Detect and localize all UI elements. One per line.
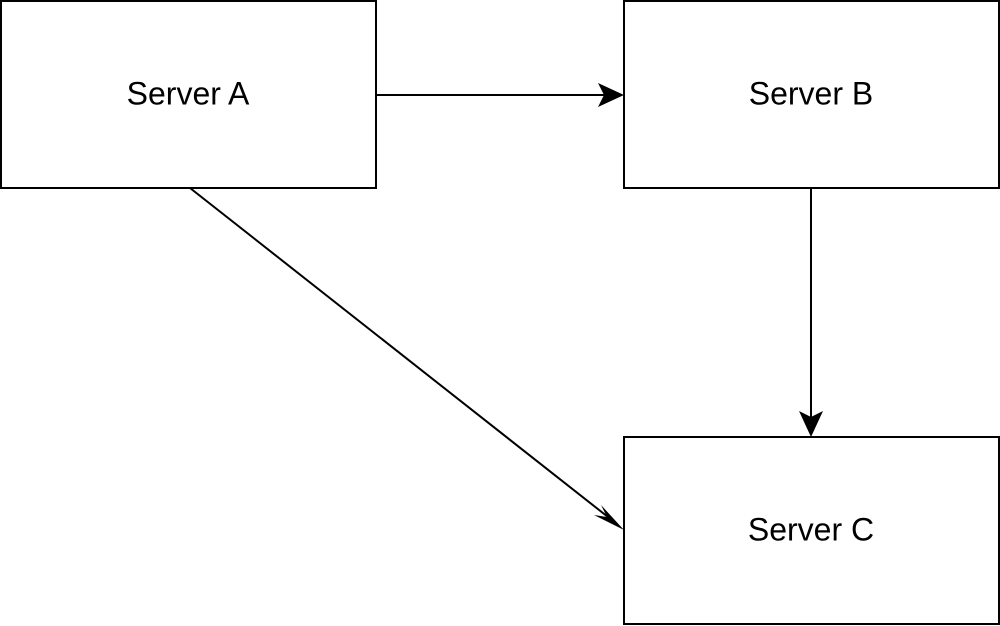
node-box: [623, 0, 1000, 189]
node-server-b[interactable]: Server B: [623, 0, 1000, 189]
node-server-a[interactable]: Server A: [0, 0, 377, 189]
edge-line: [189, 187, 609, 518]
node-server-c[interactable]: Server C: [623, 436, 1000, 625]
node-box: [623, 436, 1000, 625]
node-label: Server B: [749, 75, 873, 111]
edge-server-a-to-server-c: [189, 187, 624, 530]
edge-server-a-to-server-b: [376, 83, 624, 107]
arrowhead-icon: [799, 411, 823, 437]
arrowhead-icon: [594, 505, 624, 530]
node-box: [0, 0, 377, 189]
node-label: Server A: [127, 75, 250, 111]
arrowhead-icon: [598, 83, 624, 107]
node-label: Server C: [748, 511, 874, 547]
edge-server-b-to-server-c: [799, 188, 823, 437]
